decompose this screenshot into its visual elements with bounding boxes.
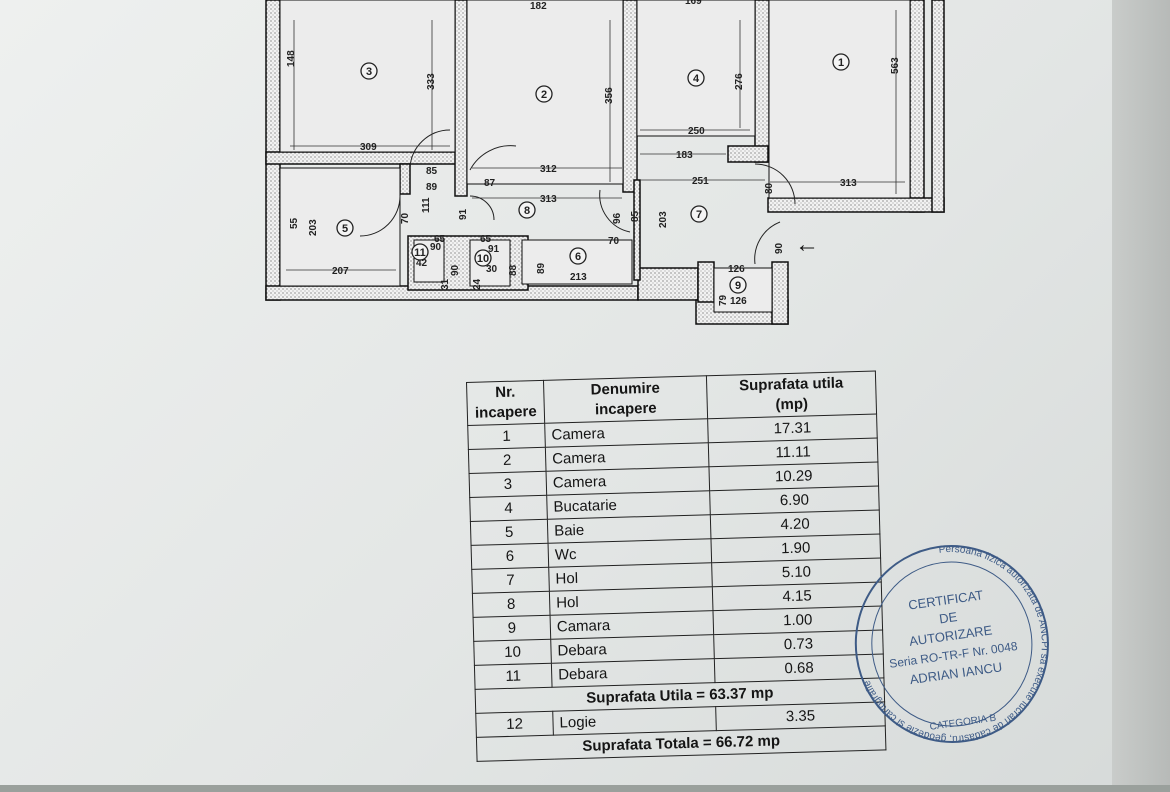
stamp-ring-svg: Persoana fizica autorizata de ANCPI sa e… (844, 531, 1063, 756)
room-number-9: 9 (735, 280, 741, 292)
row-number: 12 (475, 711, 554, 738)
row-number: 9 (473, 615, 551, 642)
dim-label: 312 (540, 164, 557, 175)
room-number-11: 11 (414, 247, 426, 259)
dim-label: 90 (774, 242, 785, 254)
dim-label: 251 (692, 176, 709, 187)
dim-label: 87 (484, 178, 496, 189)
dim-label: 182 (530, 1, 547, 12)
dim-label: 126 (730, 296, 747, 307)
dim-label: 207 (332, 266, 349, 277)
dim-label: 24 (472, 278, 483, 290)
row-number: 10 (473, 639, 552, 666)
dim-label: 90 (450, 264, 461, 276)
floor-plan-svg: 182 169 148 333 356 276 563 309 85 89 25… (265, 0, 945, 325)
row-number: 7 (471, 567, 550, 594)
header-nr: Nr.incapere (466, 380, 545, 426)
background-edge (1112, 0, 1170, 785)
room-number-2: 2 (541, 89, 547, 101)
dim-label: 85 (426, 166, 438, 177)
authorization-stamp: Persoana fizica autorizata de ANCPI sa e… (838, 527, 1065, 763)
row-number: 6 (471, 543, 549, 570)
dim-label: 55 (289, 217, 300, 229)
dim-label: 250 (688, 126, 705, 137)
floor-plan-drawing: 182 169 148 333 356 276 563 309 85 89 25… (250, 0, 970, 340)
dim-label: 85 (630, 210, 641, 222)
dim-label: 42 (416, 258, 428, 269)
dim-label: 96 (612, 212, 623, 224)
dim-label: 70 (400, 212, 411, 224)
row-number: 8 (472, 591, 551, 618)
dim-label: 276 (734, 73, 745, 90)
row-number: 4 (469, 495, 548, 522)
dim-label: 333 (426, 73, 437, 90)
dim-label: 213 (570, 272, 587, 283)
dim-label: 89 (426, 182, 438, 193)
room-number-4: 4 (693, 73, 700, 85)
dim-label: 90 (430, 242, 442, 253)
row-number: 3 (469, 471, 547, 498)
dim-label: 89 (536, 262, 547, 274)
dim-label: 88 (508, 264, 519, 276)
dim-label: 70 (608, 236, 620, 247)
room-number-5: 5 (342, 223, 348, 235)
dim-label: 91 (458, 208, 469, 220)
dim-label: 203 (308, 219, 319, 236)
dim-label: 148 (286, 50, 297, 67)
dim-label: 91 (488, 244, 500, 255)
room-number-6: 6 (575, 251, 581, 263)
dim-label: 80 (764, 182, 775, 194)
room-number-10: 10 (477, 253, 489, 265)
room-number-7: 7 (696, 209, 702, 221)
dim-label: 313 (840, 178, 857, 189)
dim-label: 65 (434, 234, 446, 245)
dim-label: 356 (604, 87, 615, 104)
row-number: 2 (468, 447, 547, 474)
row-number: 1 (467, 423, 546, 450)
row-number: 5 (470, 519, 549, 546)
entrance-arrow-icon: ← (795, 231, 819, 258)
dim-label: 30 (486, 264, 498, 275)
room-number-8: 8 (524, 205, 530, 217)
dim-label: 309 (360, 142, 377, 153)
dim-label: 183 (676, 150, 693, 161)
dim-label: 31 (440, 278, 451, 290)
dim-label: 111 (421, 197, 432, 213)
room-number-3: 3 (366, 66, 372, 78)
room-number-1: 1 (838, 57, 844, 69)
row-number: 11 (474, 663, 553, 690)
dim-label: 313 (540, 194, 557, 205)
dim-label: 79 (718, 294, 729, 306)
dim-label: 65 (480, 234, 492, 245)
dim-label: 563 (890, 57, 901, 74)
header-area: Suprafata utila(mp) (706, 371, 877, 419)
dim-label: 169 (685, 0, 702, 7)
dim-label: 203 (658, 211, 669, 228)
walls (265, 0, 945, 325)
dim-label: 126 (728, 264, 745, 275)
